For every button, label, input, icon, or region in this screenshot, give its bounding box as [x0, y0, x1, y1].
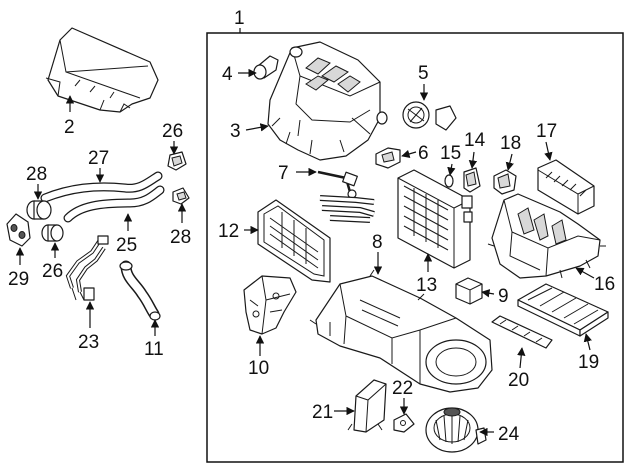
callout-7: 7 — [278, 163, 289, 184]
callout-27: 27 — [88, 148, 109, 169]
part-2-cover-panel — [45, 27, 159, 113]
callout-11: 11 — [144, 339, 164, 360]
callout-26-lower: 26 — [42, 261, 63, 282]
part-15-sensor — [444, 174, 454, 188]
callout-26-upper: 26 — [162, 121, 183, 142]
callout-13: 13 — [416, 275, 437, 296]
part-9-resistor — [455, 277, 483, 305]
callout-labels: 1 2 26 27 28 28 25 29 26 23 11 4 3 5 6 7… — [8, 8, 615, 445]
part-12-heater-core — [257, 195, 375, 283]
part-28-hose-clamp-right — [172, 187, 190, 205]
callout-2: 2 — [64, 117, 75, 138]
callout-8: 8 — [372, 232, 383, 253]
part-27-heater-hose — [40, 171, 163, 203]
callout-19: 19 — [578, 352, 599, 373]
part-5-actuator-motor — [402, 101, 457, 131]
part-19-cabin-filter — [517, 283, 609, 337]
leader-lines — [15, 68, 595, 437]
assembly-frame — [206, 32, 624, 463]
part-17-filter-cover — [537, 159, 595, 215]
callout-29: 29 — [8, 269, 29, 290]
callout-25: 25 — [116, 235, 137, 256]
callout-14: 14 — [464, 130, 486, 151]
callout-22: 22 — [392, 378, 413, 399]
part-14-connector — [463, 167, 481, 193]
callout-23: 23 — [78, 332, 99, 353]
callout-28-left: 28 — [26, 164, 47, 185]
part-25-heater-hose — [63, 185, 165, 223]
callout-24: 24 — [498, 424, 520, 445]
part-24-blower-motor — [425, 407, 487, 453]
part-22-clip — [393, 413, 415, 433]
part-18-actuator — [493, 169, 517, 195]
callout-15: 15 — [440, 143, 461, 164]
callout-4: 4 — [222, 64, 233, 85]
part-16-lower-case — [487, 193, 606, 279]
callout-12: 12 — [218, 221, 239, 242]
callout-20: 20 — [508, 370, 529, 391]
callout-6: 6 — [418, 143, 429, 164]
part-6-actuator — [375, 147, 401, 169]
callout-18: 18 — [500, 133, 521, 154]
callout-17: 17 — [536, 121, 557, 142]
callout-21: 21 — [312, 402, 333, 423]
callout-3: 3 — [230, 121, 241, 142]
part-11-drain-hose — [119, 260, 161, 321]
callout-9: 9 — [498, 286, 509, 307]
part-29-grommet-plate — [6, 213, 31, 247]
part-10-bracket — [243, 275, 297, 335]
callout-28-right: 28 — [170, 227, 191, 248]
part-21-control-module — [347, 379, 387, 433]
callout-5: 5 — [418, 63, 429, 84]
callout-1: 1 — [234, 8, 245, 29]
part-7-sensor — [317, 170, 358, 199]
part-8-lower-housing — [309, 269, 493, 393]
part-13-evaporator — [397, 169, 473, 269]
callout-10: 10 — [248, 358, 269, 379]
part-23-tube-assembly — [65, 235, 109, 301]
part-26-grommet-upper — [167, 151, 187, 171]
part-26-hose-clamp-lower — [41, 224, 64, 242]
part-28-hose-clamp-left — [26, 200, 52, 220]
part-20-filter-frame — [491, 315, 553, 349]
part-4-actuator-link — [253, 55, 279, 80]
callout-16: 16 — [594, 274, 615, 295]
part-3-upper-case — [267, 41, 388, 161]
